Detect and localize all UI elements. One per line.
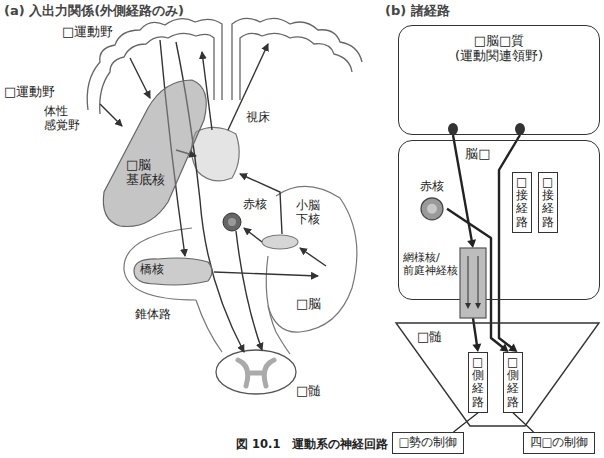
pathway-arrows	[100, 40, 326, 352]
label-text: □運動野	[4, 84, 55, 100]
red-nucleus-core	[228, 218, 236, 226]
connector	[447, 209, 504, 348]
region-outline	[134, 258, 212, 285]
spinal-funnel: □髄 □側経路 □側経路	[395, 322, 600, 427]
node-text: □接経路	[542, 176, 554, 229]
spinal-cord-section	[216, 350, 296, 394]
node-text: 網様核/ 前庭神経核	[403, 252, 458, 277]
process-box: 四□の制御	[523, 432, 596, 454]
pontine-nucleus-shape: 橋核	[128, 256, 214, 286]
label-text: □運動野	[62, 24, 113, 40]
node-text: □接経路	[516, 176, 528, 229]
gray-matter	[238, 360, 274, 386]
nucleus-rect	[460, 248, 486, 318]
nucleus-circle: 赤核	[417, 180, 447, 221]
node-text: 赤核	[420, 180, 444, 194]
region-box: 脳□ 赤核 □接経路 □接経路網様核/ 前庭神経核	[398, 140, 600, 300]
node-text: □側経路	[507, 356, 519, 409]
fiber-head	[475, 303, 481, 309]
label-text: 錐体路	[135, 307, 171, 321]
fiber-line	[478, 256, 479, 304]
label-text: 小脳 下核	[296, 198, 324, 227]
label-text: (b) 諸経路	[385, 3, 450, 19]
figure-caption: 図 10.1 運動系の神経回路	[236, 438, 388, 452]
node-text: □脳□質 (運動関連領野)	[441, 34, 558, 64]
nucleus-core	[427, 204, 437, 214]
region-outline	[103, 80, 206, 227]
path-box: □側経路	[468, 352, 488, 413]
node-text: 四□の制御	[530, 436, 589, 450]
node-text: 橋核	[140, 263, 164, 277]
node-text: □勢の制御	[399, 436, 458, 450]
funnel-outline	[396, 323, 599, 426]
label-text: 体性 感覚野	[44, 104, 82, 133]
path-box: □接経路	[512, 172, 532, 233]
node-text: □側経路	[472, 356, 484, 409]
basal-ganglia-shape: □脳 基底核	[100, 80, 212, 230]
label-text: □髄	[296, 383, 321, 399]
nucleus-symbol	[421, 198, 443, 220]
connector	[499, 135, 520, 348]
region-box: □脳□質 (運動関連領野)	[398, 25, 600, 135]
thalamus-shape	[191, 127, 239, 180]
connector	[473, 318, 477, 346]
label-text: 視床	[246, 110, 270, 124]
red-nucleus-symbol	[223, 213, 241, 231]
label-text: 赤核	[243, 197, 267, 211]
neuron-soma	[515, 123, 525, 135]
path-box: □側経路	[503, 352, 523, 413]
cerebellar-nucleus-shape	[262, 235, 298, 249]
neuron-soma	[448, 123, 458, 135]
connector	[454, 413, 479, 432]
node-text: □脳 基底核	[126, 158, 168, 188]
path-box: □接経路	[538, 172, 558, 233]
connector	[513, 413, 534, 432]
node-text: 脳□	[465, 147, 490, 162]
process-box: □勢の制御	[392, 432, 465, 454]
label-text: (a) 入出力関係(外側経路のみ)	[4, 3, 184, 19]
node-shape	[100, 80, 212, 230]
label-text: □脳	[296, 296, 321, 312]
nucleus-block: 網様核/ 前庭神経核	[403, 248, 486, 318]
fiber-line	[468, 256, 469, 304]
node-text: □髄	[417, 330, 442, 345]
cortex-outline	[87, 18, 362, 114]
fiber-head	[465, 303, 471, 309]
